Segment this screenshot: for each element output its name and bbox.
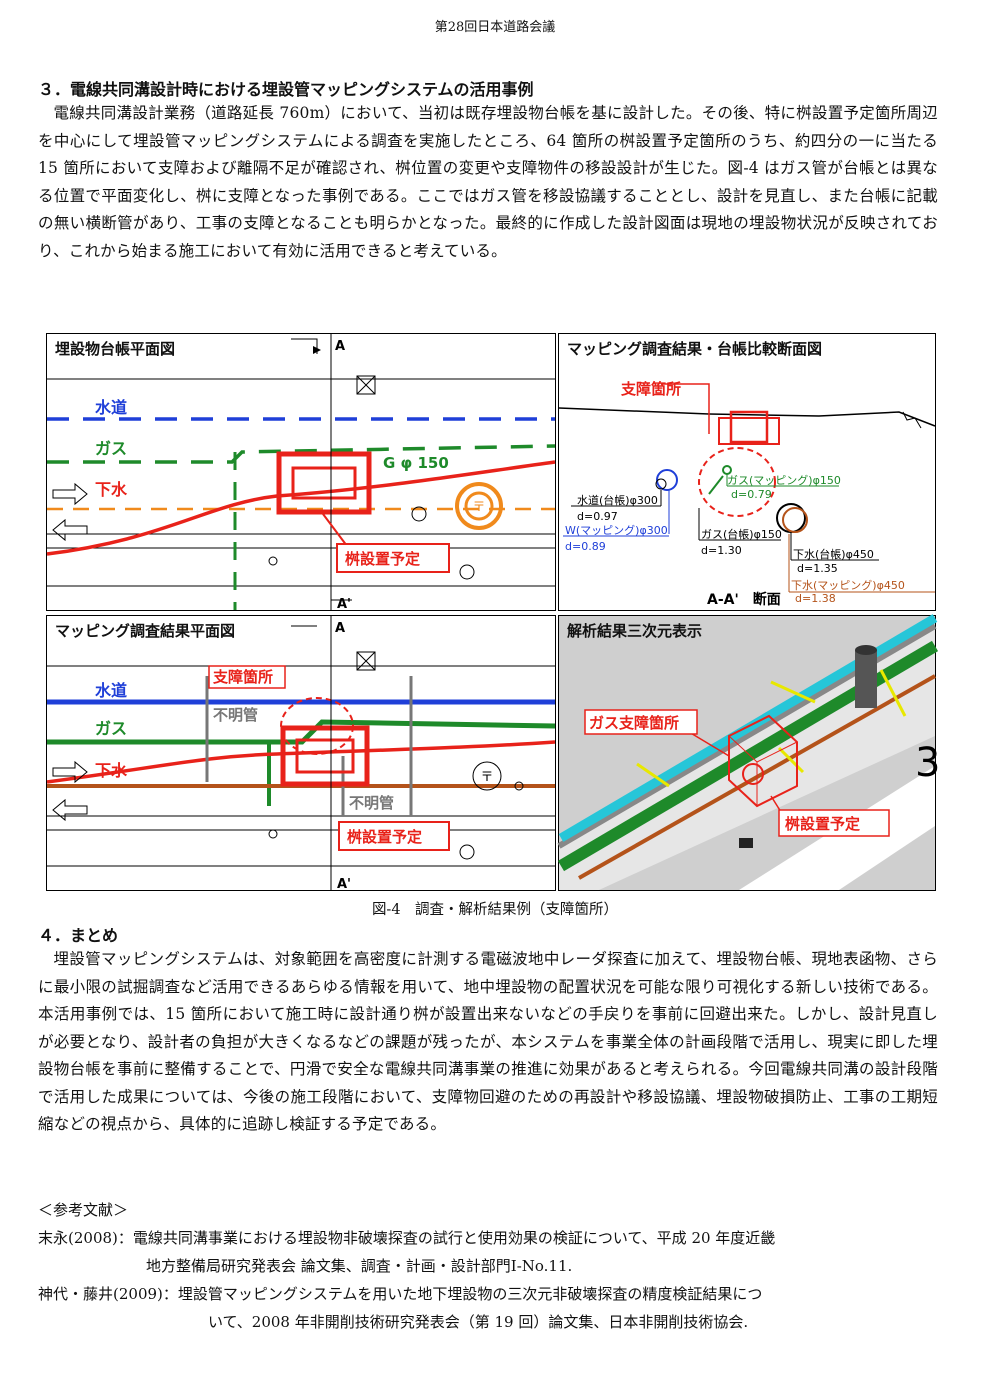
- arrow-left-icon: [52, 518, 88, 542]
- label-section: A-A' 断面: [707, 591, 781, 608]
- page-header: 第28回日本道路会議: [434, 20, 556, 35]
- panel-title: 埋設物台帳平面図: [53, 338, 178, 359]
- references: ＜参考文献＞ 末永(2008)：電線共同溝事業における埋設物非破壊探査の試行と使…: [38, 1196, 948, 1336]
- reference-1-line2: 地方整備局研究発表会 論文集、調査・計画・設計部門Ⅰ-No.11.: [146, 1257, 573, 1275]
- section3-heading: ３．電線共同溝設計時における埋設管マッピングシステムの活用事例: [38, 80, 534, 99]
- section-mark-a: A: [335, 339, 345, 354]
- label-sewer-map: 下水(マッピング)φ450: [791, 578, 905, 592]
- panel-mapping-plan: 〒 A A' 支障箇所 水道 不明管 ガス 下水 不明管 桝設置予定 マッピング…: [46, 615, 556, 892]
- label-sewer-ledger: 下水(台帳)φ450: [793, 547, 874, 561]
- pole-icon: [855, 650, 877, 708]
- reference-1-line1: 末永(2008)：電線共同溝事業における埋設物非破壊探査の試行と使用効果の検証に…: [38, 1229, 776, 1247]
- label-gas-dia: G φ 150: [383, 454, 449, 472]
- label-water-ledger-d: d=0.97: [577, 510, 618, 523]
- panel-title: マッピング調査結果平面図: [53, 620, 238, 641]
- label-gas-obstacle: ガス支障箇所: [589, 714, 679, 732]
- label-gas: ガス: [95, 439, 127, 458]
- section3-body: 電線共同溝設計業務（道路延長 760m）において、当初は既存埋設物台帳を基に設計…: [38, 100, 938, 265]
- section-mark-a2: A': [337, 877, 351, 892]
- arrow-right-icon: [52, 482, 88, 506]
- svg-text:〒: 〒: [472, 500, 485, 515]
- label-gas-map: ガス(マッピング)φ150: [727, 473, 841, 487]
- label-basin: 桝設置予定: [785, 815, 860, 833]
- reference-2-line2: いて、2008 年非開削技術研究発表会（第 19 回）論文集、日本非開削技術協会…: [208, 1313, 749, 1331]
- label-water-map: W(マッピング)φ300: [565, 523, 668, 537]
- basin-section: [729, 410, 769, 444]
- label-water-map-d: d=0.89: [565, 540, 606, 553]
- label-basin: 桝設置予定: [347, 828, 422, 846]
- arrow-left-icon: [52, 798, 88, 822]
- section3-paragraph: 電線共同溝設計業務（道路延長 760m）において、当初は既存埋設物台帳を基に設計…: [38, 104, 938, 260]
- section-drawing: 支障箇所 ガス(マッピング)φ150 d=0.79 水道(台帳)φ300 d=0…: [558, 380, 936, 608]
- basin-3d: [728, 714, 798, 808]
- section4-body: 埋設管マッピングシステムは、対象範囲を高密度に計測する電磁波地中レーダ探査に加え…: [38, 946, 938, 1139]
- basin-outer: [280, 725, 370, 787]
- gas-pipe-line: [47, 444, 556, 464]
- label-sewer-ledger-d: d=1.35: [797, 562, 838, 575]
- label-number: 3: [915, 740, 940, 786]
- panel-ledger-plan: 〒 A A' 水道 ガス 下水 G φ 150 桝設置予定 埋設物台帳平面図: [46, 333, 556, 612]
- mapping-plan-drawing: 〒 A A' 支障箇所 水道 不明管 ガス 下水 不明管 桝設置予定: [46, 616, 556, 892]
- section4-paragraph: 埋設管マッピングシステムは、対象範囲を高密度に計測する電磁波地中レーダ探査に加え…: [38, 950, 938, 1133]
- label-gas-map-d: d=0.79: [731, 488, 772, 501]
- label-unknown-2: 不明管: [349, 794, 394, 812]
- label-gas: ガス: [95, 719, 127, 738]
- label-gas-ledger-d: d=1.30: [701, 544, 742, 557]
- basin-inner: [291, 466, 357, 500]
- obstacle-circle: [698, 447, 776, 517]
- manhole-icon: [455, 482, 503, 530]
- references-heading: ＜参考文献＞: [38, 1201, 129, 1219]
- label-water: 水道: [95, 398, 127, 417]
- panel-3d-view: 3 ガス支障箇所 桝設置予定 解析結果三次元表示: [557, 614, 940, 891]
- panel-title: 解析結果三次元表示: [567, 622, 703, 640]
- label-water-ledger: 水道(台帳)φ300: [577, 493, 658, 507]
- reference-2-line1: 神代・藤井(2009)：埋設管マッピングシステムを用いた地下埋設物の三次元非破壊…: [38, 1285, 763, 1303]
- section4-heading: ４．まとめ: [38, 926, 119, 945]
- label-obstacle: 支障箇所: [212, 668, 273, 686]
- label-sewer: 下水: [95, 761, 128, 780]
- arrow-right-icon: [52, 760, 88, 784]
- obstacle-circle: [280, 697, 354, 755]
- label-basin: 桝設置予定: [345, 550, 420, 568]
- figure-4: 〒 A A' 水道 ガス 下水 G φ 150 桝設置予定 埋設物台帳平面図: [46, 333, 940, 892]
- figure-caption: 図-4 調査・解析結果例（支障箇所）: [371, 902, 619, 918]
- section-mark-a: A: [335, 621, 345, 636]
- manhole-box-icon: [356, 375, 376, 395]
- panel-section-compare: 支障箇所 ガス(マッピング)φ150 d=0.79 水道(台帳)φ300 d=0…: [558, 333, 936, 611]
- label-gas-ledger: ガス(台帳)φ150: [701, 527, 782, 541]
- label-sewer-map-d: d=1.38: [795, 592, 836, 605]
- label-unknown-1: 不明管: [213, 706, 258, 724]
- sewer-ledger-line: [46, 740, 556, 784]
- section-mark-a2: A': [337, 597, 351, 612]
- label-water: 水道: [95, 681, 127, 700]
- basin-outer: [276, 451, 372, 515]
- gas-pipe-line: [47, 719, 556, 745]
- svg-text:〒: 〒: [480, 770, 493, 785]
- label-sewer: 下水: [95, 480, 128, 499]
- 3d-view-drawing: 3 ガス支障箇所 桝設置予定: [557, 614, 940, 890]
- ledger-plan-drawing: 〒 A A' 水道 ガス 下水 G φ 150 桝設置予定: [46, 334, 556, 612]
- panel-title: マッピング調査結果・台帳比較断面図: [565, 338, 825, 359]
- label-obstacle: 支障箇所: [620, 380, 681, 398]
